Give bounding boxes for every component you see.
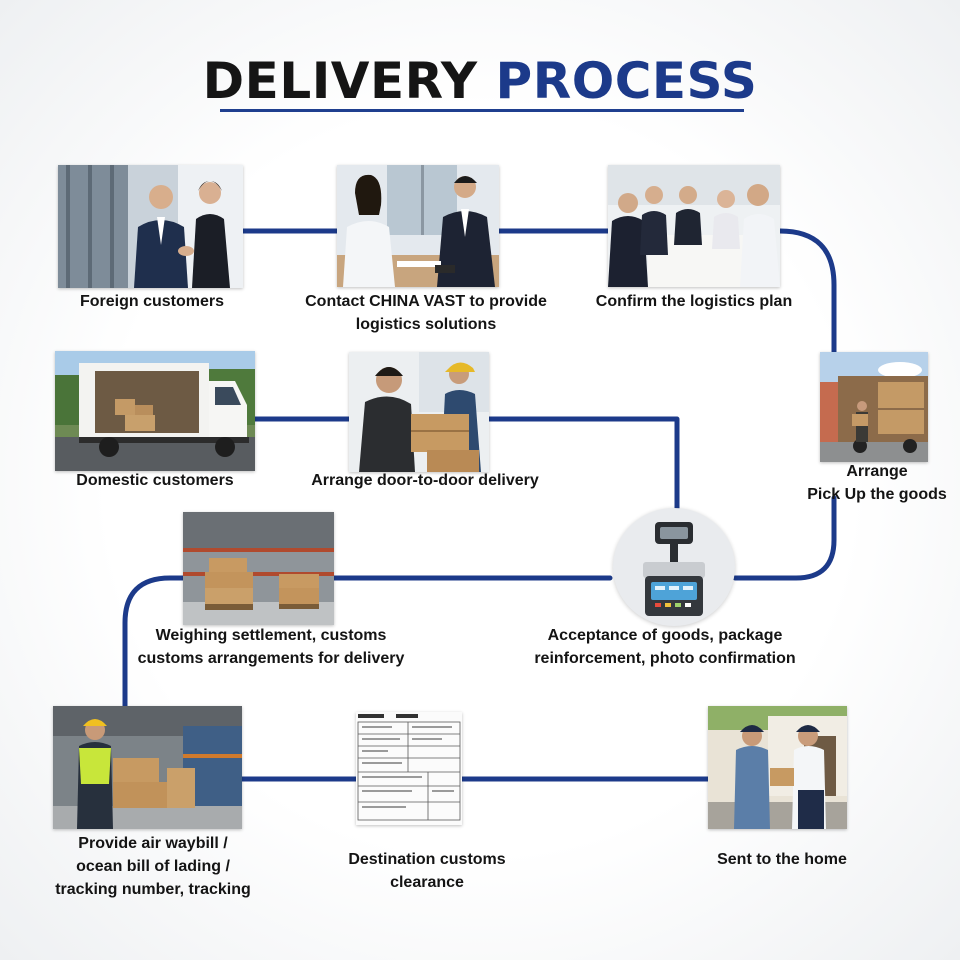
business-handshake-photo: [58, 165, 243, 288]
step-label-domestic-customers: Domestic customers: [76, 472, 234, 489]
step-label-arrange-pickup: Arrange Pick Up the goods: [807, 463, 947, 503]
box-truck-photo: [55, 351, 255, 471]
connector-pickup-to-scale: [732, 495, 837, 581]
step-label-door-to-door: Arrange door-to-door delivery: [311, 472, 539, 489]
title-part-process: PROCESS: [495, 52, 758, 110]
step-label-customs-clearance: Destination customs clearance: [348, 851, 506, 891]
package-handover-photo: [349, 352, 489, 472]
connector-row3: [122, 575, 613, 709]
page-title: DELIVERY PROCESS: [0, 52, 960, 110]
customs-document-photo: [356, 712, 462, 825]
truck-loading-photo: [820, 352, 928, 462]
step-label-weighing-settlement: Weighing settlement, customs customs arr…: [137, 627, 405, 667]
step-label-confirm-plan: Confirm the logistics plan: [595, 293, 793, 310]
weighing-scale-icon: [613, 508, 735, 626]
office-consultation-photo: [337, 165, 499, 287]
connector-row1: [240, 228, 837, 355]
step-label-sent-home: Sent to the home: [717, 851, 847, 868]
title-part-delivery: DELIVERY: [202, 52, 478, 110]
meeting-table-photo: [608, 165, 780, 287]
step-label-air-waybill: Provide air waybill / ocean bill of ladi…: [55, 835, 251, 898]
warehouse-worker-photo: [53, 706, 242, 829]
step-label-acceptance: Acceptance of goods, package reinforceme…: [534, 627, 796, 667]
home-delivery-photo: [708, 706, 847, 829]
step-label-contact: Contact CHINA VAST to provide logistics …: [305, 293, 547, 333]
title-underline: [220, 109, 744, 112]
warehouse-pallets-photo: [183, 512, 334, 625]
step-label-foreign-customers: Foreign customers: [79, 293, 225, 310]
